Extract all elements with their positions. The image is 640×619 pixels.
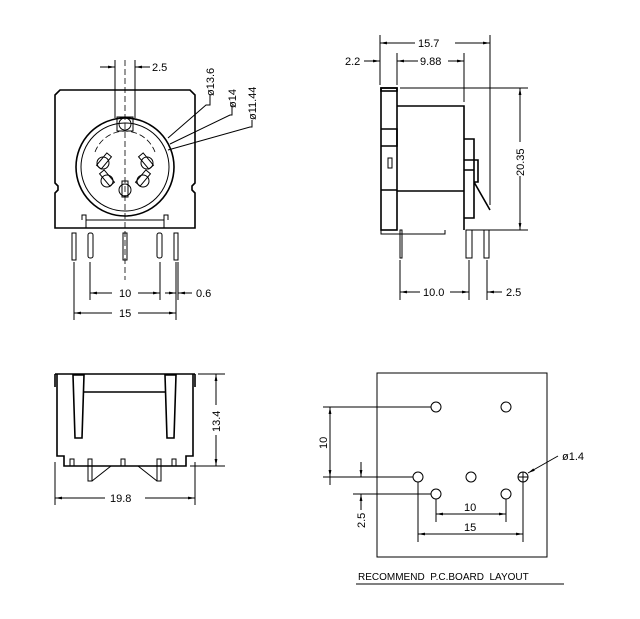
side-view: 15.7 2.2 9.88 20.35 10.0 2.5 — [345, 35, 528, 300]
dim-width: 15 — [119, 308, 131, 320]
front-view: 2.5 10 0.6 15 ø13.6 ø14 ø11.44 — [54, 60, 259, 320]
dim-pin-offset: 10.0 — [423, 287, 444, 299]
dim-inner: 10 — [464, 502, 476, 514]
dim-outer: 15 — [464, 522, 476, 534]
bottom-view: 19.8 13.4 — [54, 373, 225, 505]
dim-flange: 2.2 — [345, 56, 360, 68]
dim-offset: 2.5 — [356, 513, 368, 528]
dim-vertical: 10 — [318, 437, 330, 449]
hole-diameter: ø1.4 — [562, 451, 584, 463]
dia-inner: ø11.44 — [247, 87, 259, 120]
dim-key-offset: 2.5 — [152, 62, 167, 74]
dim-height: 13.4 — [211, 411, 223, 432]
pcb-layout: 10 2.5 10 15 ø1.4 RECOMMEND P.C.BOARD LA… — [318, 372, 584, 585]
dim-body: 9.88 — [420, 56, 441, 68]
dim-depth: 15.7 — [418, 38, 439, 50]
pcb-holes — [412, 401, 529, 500]
dim-pin-spacing: 10 — [119, 288, 131, 300]
dim-height: 20.35 — [515, 148, 527, 176]
pcb-layout-title: RECOMMEND P.C.BOARD LAYOUT — [358, 572, 529, 583]
dim-width: 19.8 — [110, 493, 131, 505]
dia-outer: ø13.6 — [205, 68, 217, 96]
dim-pin-width: 0.6 — [196, 288, 211, 300]
dia-mid: ø14 — [227, 89, 239, 108]
dim-pin-pitch: 2.5 — [506, 287, 521, 299]
